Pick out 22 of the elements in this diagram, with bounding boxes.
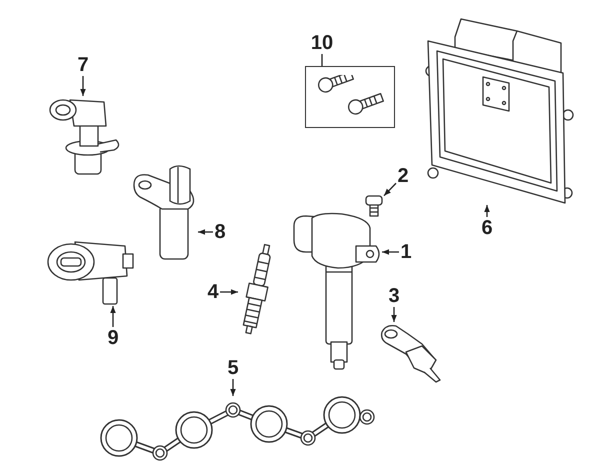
leader-arrow bbox=[391, 307, 397, 322]
leader-arrow bbox=[382, 249, 399, 255]
leader-arrow bbox=[230, 379, 236, 396]
leader-arrow bbox=[220, 289, 238, 295]
leader-arrow bbox=[110, 306, 116, 327]
callout-number: 2 bbox=[396, 165, 410, 187]
leader-line bbox=[321, 54, 323, 66]
callout-number: 9 bbox=[106, 327, 120, 349]
callout-number: 10 bbox=[309, 32, 335, 54]
leader-arrow bbox=[198, 229, 213, 235]
leader-arrow bbox=[80, 76, 86, 96]
callout-number: 1 bbox=[399, 241, 413, 263]
callout-number: 3 bbox=[387, 285, 401, 307]
bolt-drawing bbox=[364, 194, 384, 218]
callout-number: 4 bbox=[206, 281, 220, 303]
callout-number: 5 bbox=[226, 357, 240, 379]
leader-arrow bbox=[484, 205, 490, 217]
parts-box bbox=[305, 66, 395, 128]
leader-arrow bbox=[384, 182, 396, 196]
callout-number: 7 bbox=[76, 54, 90, 76]
callout-number: 8 bbox=[213, 221, 227, 243]
callout-number: 6 bbox=[480, 217, 494, 239]
